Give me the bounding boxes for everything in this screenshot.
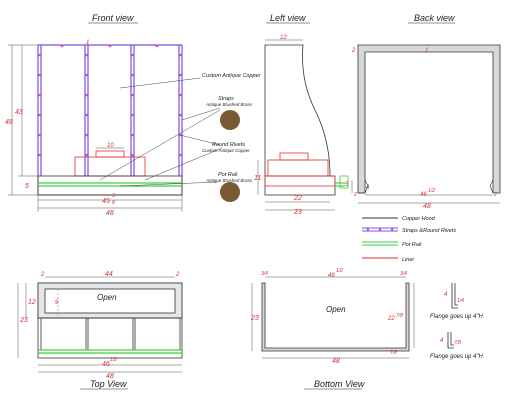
flange1-dim-4: 4 bbox=[444, 292, 448, 298]
back-dim-half-left: 2 bbox=[353, 192, 357, 198]
back-view-title: Back view bbox=[414, 13, 455, 23]
label-rivets-material: Custom Antique Copper bbox=[202, 148, 250, 153]
label-custom-antique-copper: Custom Antique Copper bbox=[202, 73, 262, 79]
bottom-dim-3-4-left: 3/4 bbox=[261, 271, 268, 277]
top-view: Open 2 44 2 12 23 9 46 1/2 48 bbox=[17, 271, 183, 380]
bottom-dim-7-8: 7/8 bbox=[390, 350, 397, 356]
left-dim-12: 12 bbox=[280, 35, 287, 41]
top-dim-23: 23 bbox=[19, 317, 28, 324]
label-round-rivets: Round Rivets bbox=[212, 142, 245, 148]
legend-copper-hood: Copper Hood bbox=[402, 216, 436, 222]
front-dim-45: 45 bbox=[102, 198, 110, 205]
left-dim-22: 22 bbox=[293, 195, 302, 202]
brass-swatch-pot-rail bbox=[220, 182, 240, 202]
flange-detail-2: 4 7/8 Flange goes up 4"H bbox=[430, 332, 483, 360]
back-dim-48: 48 bbox=[423, 203, 431, 210]
flange2-dim-4: 4 bbox=[440, 338, 444, 344]
back-dim-4: 4 bbox=[366, 185, 370, 191]
left-dim-5: 5 bbox=[345, 182, 349, 188]
back-dim-46-frac: 1/2 bbox=[428, 188, 435, 194]
top-open-label: Open bbox=[97, 293, 117, 302]
flange-detail-1: 4 1/4 Flange goes up 4"H bbox=[430, 283, 483, 320]
legend-liner: Liner bbox=[402, 257, 415, 263]
left-dim-23: 23 bbox=[293, 209, 302, 216]
bottom-view: Open 3/4 3/4 46 1/2 23 22 7/8 48 7/8 bbox=[250, 268, 415, 365]
front-dim-45-frac-den: 8 bbox=[112, 200, 115, 206]
bottom-dim-46-frac: 1/2 bbox=[336, 268, 343, 274]
top-dim-2-right: 2 bbox=[175, 272, 180, 278]
front-rivets bbox=[38, 44, 182, 157]
legend: Copper Hood Straps &Round Rivets Pot Rai… bbox=[362, 216, 456, 263]
bottom-dim-46: 46 bbox=[328, 273, 335, 279]
front-dim-45-frac-num: 3 bbox=[112, 193, 115, 199]
flange1-dim-1-4: 1/4 bbox=[457, 298, 464, 304]
legend-pot-rail: Pot Rail bbox=[402, 242, 422, 248]
front-dim-5: 5 bbox=[25, 183, 29, 190]
flange2-label: Flange goes up 4"H bbox=[430, 354, 483, 360]
label-straps: Straps bbox=[218, 96, 234, 102]
front-straps bbox=[37, 44, 183, 176]
bottom-open-label: Open bbox=[326, 305, 346, 314]
back-view: 2 1 46 1/2 48 4 2 2 bbox=[351, 44, 501, 210]
bottom-dim-23: 23 bbox=[250, 315, 259, 322]
back-dim-46: 46 bbox=[420, 192, 427, 198]
left-view: 12 11 22 23 5 bbox=[254, 35, 349, 216]
back-dim-half-right: 2 bbox=[493, 192, 497, 198]
legend-straps-rivets: Straps &Round Rivets bbox=[402, 228, 456, 234]
top-dim-9: 9 bbox=[55, 300, 59, 306]
top-dim-46-frac: 1/2 bbox=[110, 357, 117, 363]
bottom-dim-22-frac: 7/8 bbox=[396, 313, 403, 319]
front-view-title: Front view bbox=[92, 13, 134, 23]
front-dim-43: 43 bbox=[15, 109, 23, 116]
label-pot-rail-material: Antique Brushed Brass bbox=[205, 178, 253, 183]
back-dim-half: 1 bbox=[425, 48, 428, 54]
bottom-dim-22: 22 bbox=[387, 316, 395, 322]
top-dim-2-left: 2 bbox=[40, 272, 45, 278]
bottom-view-title: Bottom View bbox=[314, 379, 365, 389]
left-view-title: Left view bbox=[270, 13, 306, 23]
top-dim-46: 46 bbox=[102, 361, 110, 368]
front-view: 48 43 5 10 45 3 8 48 1 bbox=[5, 40, 183, 217]
back-dim-2: 2 bbox=[351, 48, 356, 54]
bottom-dim-3-4-right: 3/4 bbox=[400, 271, 407, 277]
flange2-dim-7-8: 7/8 bbox=[454, 340, 461, 346]
top-dim-44: 44 bbox=[105, 271, 113, 278]
brass-swatch-straps bbox=[220, 110, 240, 130]
top-dim-12: 12 bbox=[28, 299, 36, 306]
front-dim-1: 1 bbox=[86, 40, 89, 46]
left-dim-11: 11 bbox=[254, 175, 261, 182]
label-straps-material: Antique Brushed Brass bbox=[205, 102, 253, 107]
annotation-leaders bbox=[99, 77, 223, 187]
bottom-dim-48: 48 bbox=[332, 358, 340, 365]
front-dim-10: 10 bbox=[107, 143, 114, 149]
top-view-title: Top View bbox=[90, 379, 127, 389]
top-dim-48: 48 bbox=[106, 373, 114, 380]
flange1-label: Flange goes up 4"H bbox=[430, 314, 483, 320]
front-dim-48-vertical: 48 bbox=[5, 119, 13, 126]
front-dim-48-horizontal: 48 bbox=[106, 210, 114, 217]
label-pot-rail: Pot Rail bbox=[218, 172, 238, 178]
